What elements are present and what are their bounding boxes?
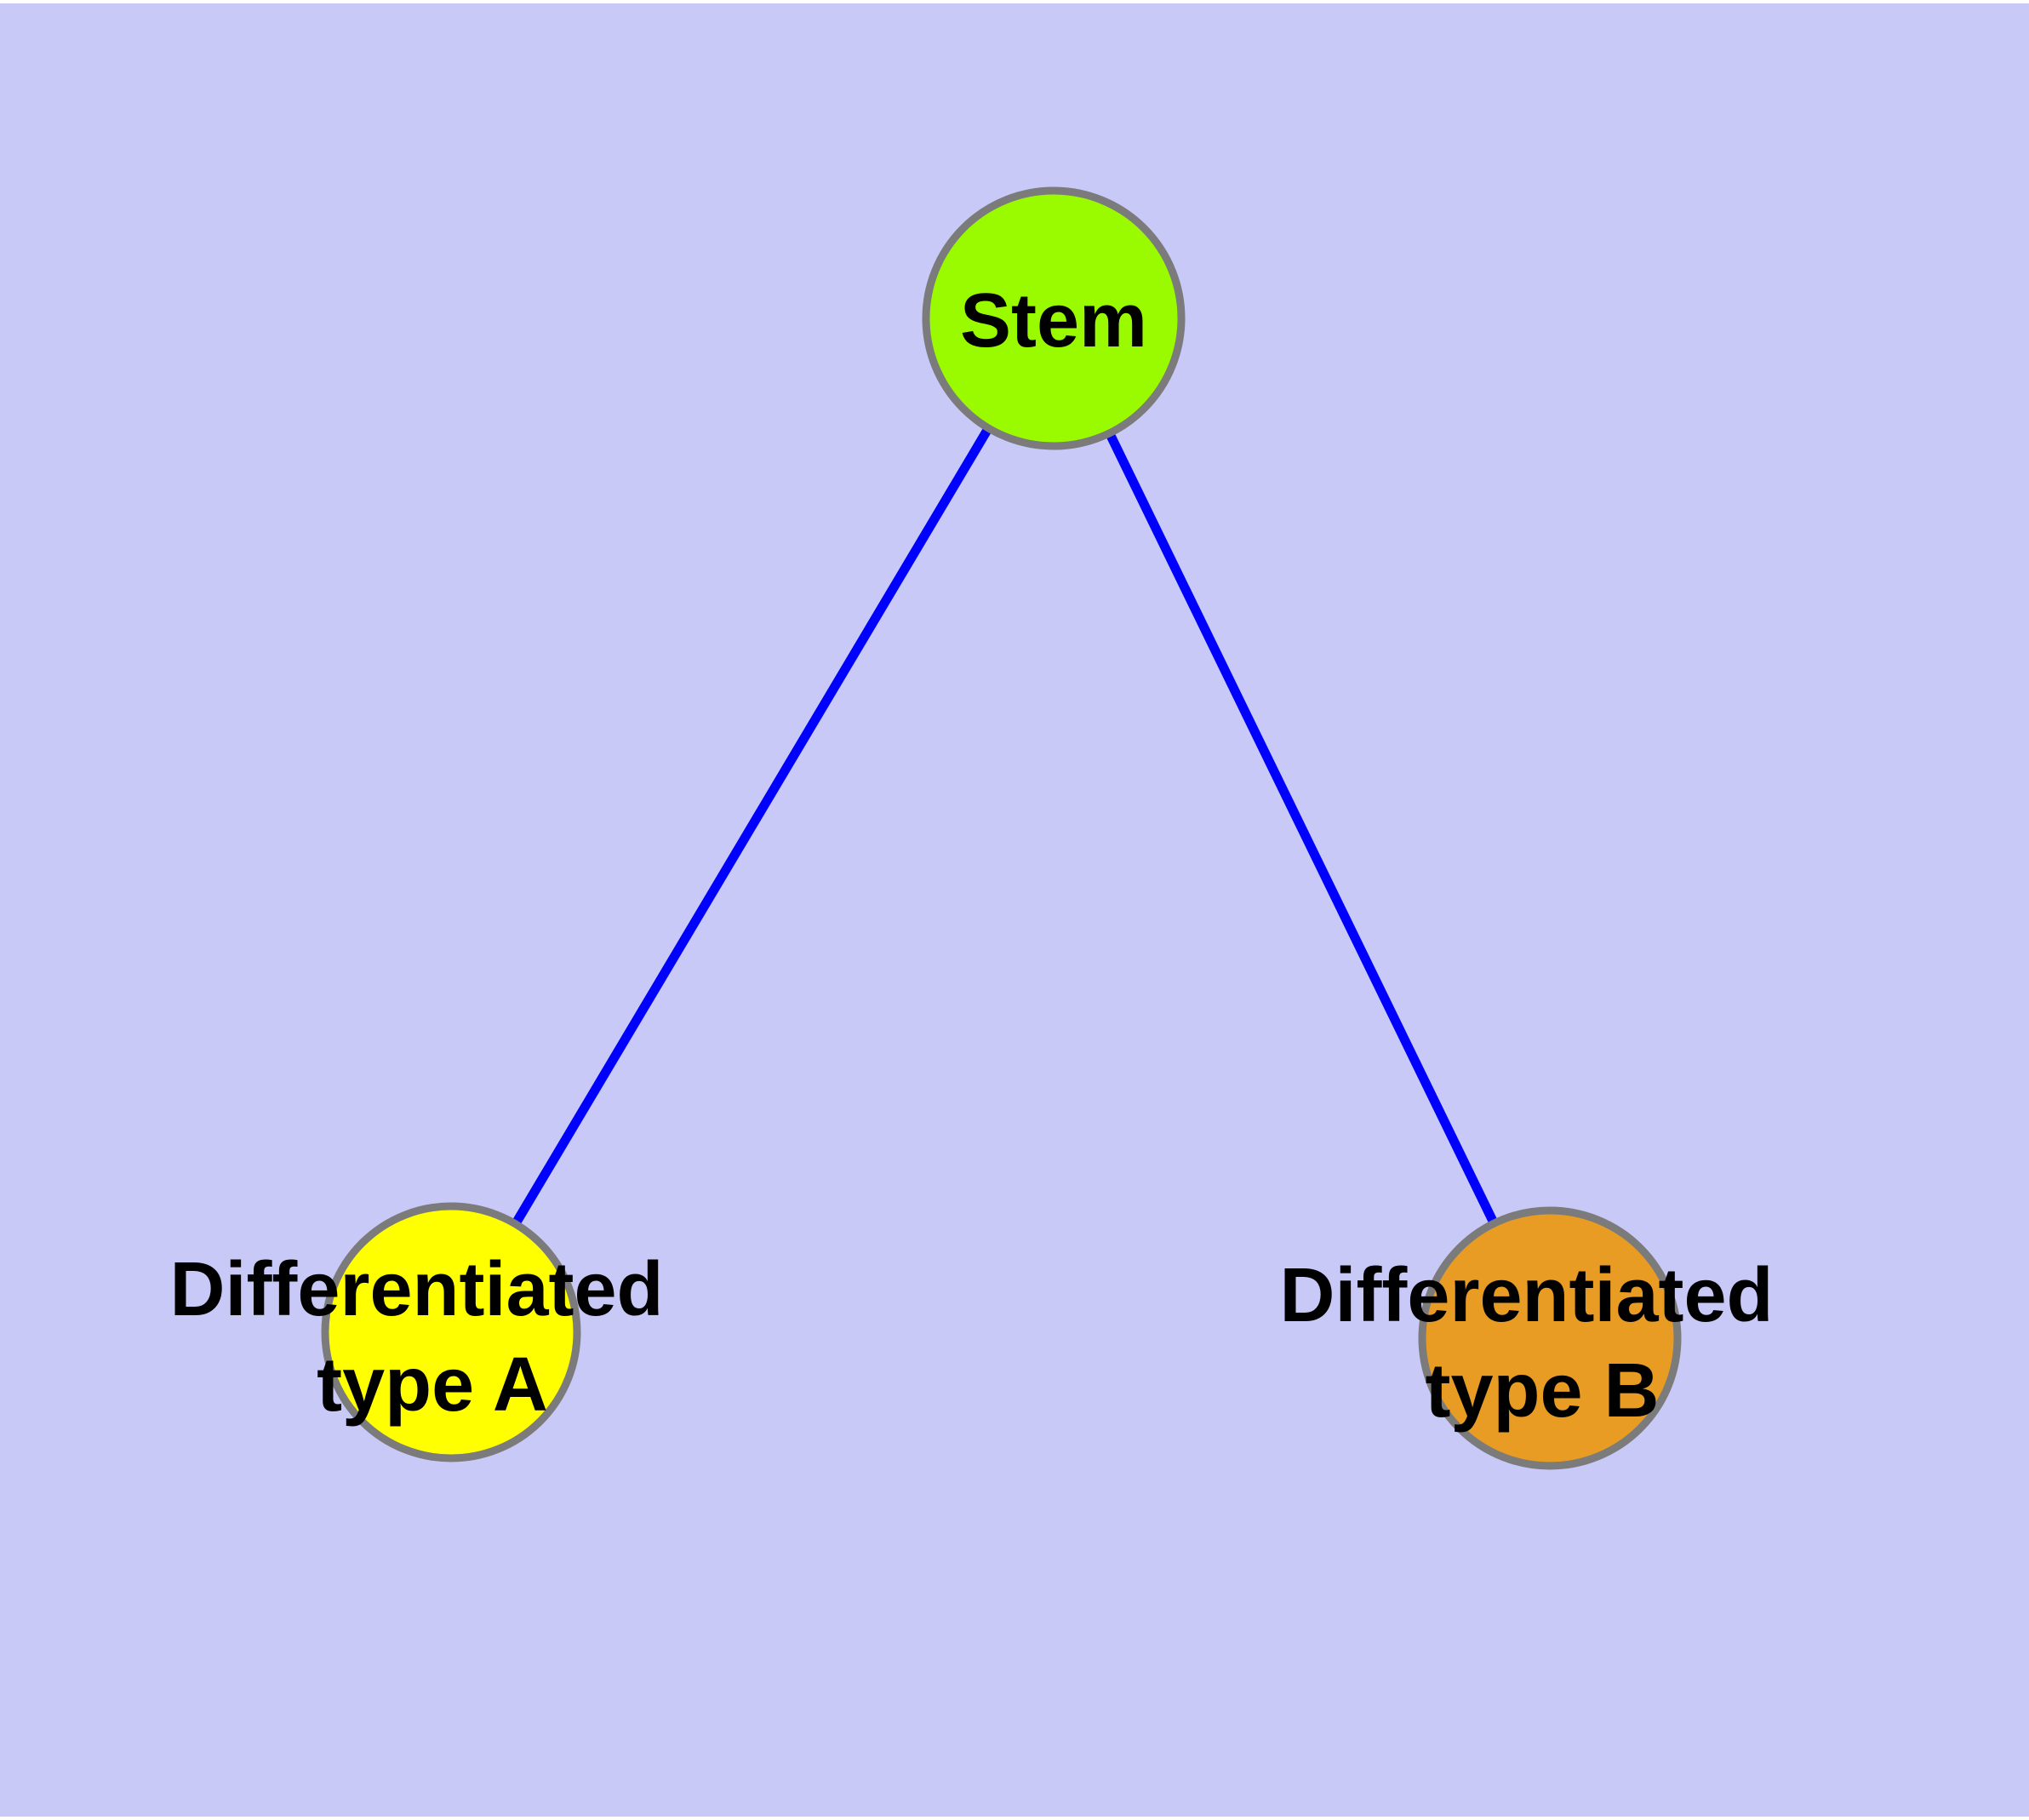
node-differentiated-type-b: [1418, 1206, 1682, 1470]
node-label-differentiated-type-b: Differentiated type B: [1279, 1253, 1794, 1434]
node-label-stem: Stem: [960, 278, 1147, 363]
node-label-differentiated-type-b-line2: type B: [1425, 1348, 1659, 1434]
edge-stem-to-type-a: [447, 316, 1058, 1335]
node-stem: [922, 186, 1186, 450]
node-label-differentiated-type-b-line1: Differentiated: [1279, 1253, 1773, 1338]
node-label-differentiated-type-a: Differentiated type A: [169, 1247, 684, 1428]
node-differentiated-type-a: [321, 1202, 581, 1462]
edge-stem-to-type-b: [1049, 316, 1554, 1341]
node-label-differentiated-type-a-line1: Differentiated: [169, 1247, 663, 1332]
node-label-differentiated-type-a-line2: type A: [317, 1342, 548, 1428]
